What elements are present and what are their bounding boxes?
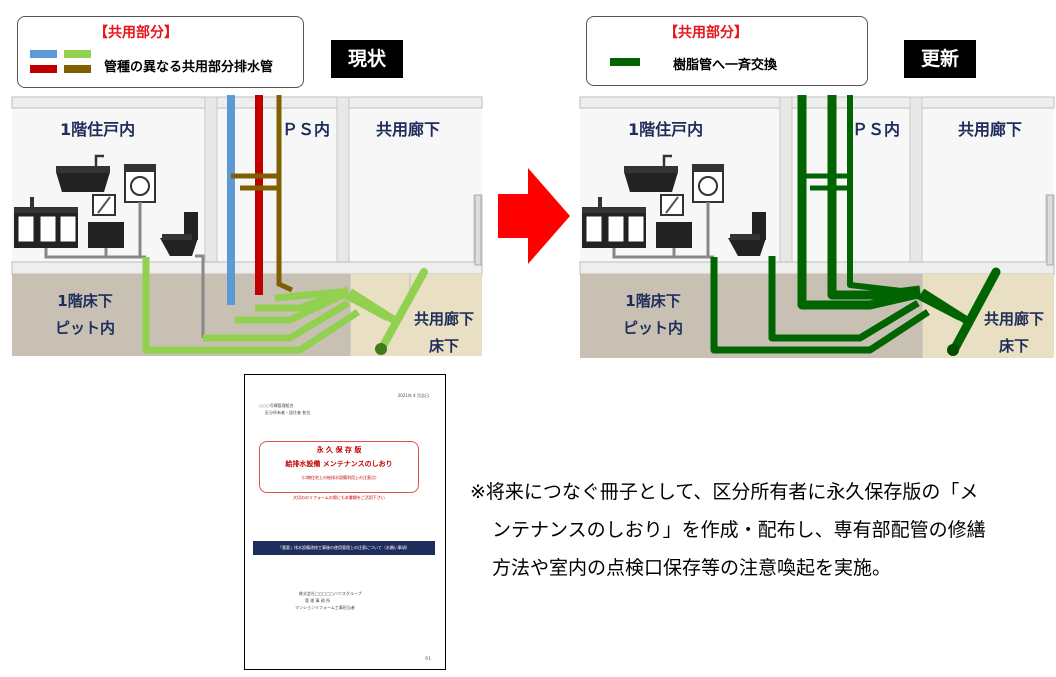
washing-machine-icon	[692, 164, 724, 203]
left-room-label: 1階住戸内	[60, 120, 136, 139]
right-corridor-under-line1: 共用廊下	[983, 310, 1044, 328]
booklet-title-box	[259, 441, 419, 493]
left-underfloor-line1: 1階床下	[57, 292, 113, 310]
booklet-page-number: P.1	[425, 656, 431, 661]
right-corridor-label: 共用廊下	[958, 120, 1023, 139]
note-line-1: ※将来につなぐ冊子として、区分所有者に永久保存版の「メ	[470, 481, 979, 503]
right-corridor-under-label: 共用廊下 床下	[976, 306, 1052, 360]
left-underfloor-line2: ピット内	[54, 319, 115, 337]
booklet-footer-line2: 管 理 事 務 所	[305, 598, 331, 603]
left-legend-text: 管種の異なる共用部分排水管	[104, 60, 274, 75]
bathtub-icon	[56, 154, 110, 192]
left-legend-swatches	[30, 50, 91, 73]
booklet-footer-line1: 株式会社□□□□□ハウスグループ	[299, 591, 362, 596]
right-arrow-icon	[498, 168, 570, 264]
note-text: ※将来につなぐ冊子として、区分所有者に永久保存版の「メ ンテナンスのしおり」を作…	[470, 473, 1045, 587]
left-corridor-label: 共用廊下	[376, 120, 441, 139]
left-legend-title: 【共用部分】	[94, 25, 178, 41]
right-diagram: 【共用部分】 樹脂管へ一斉交換 更新 1階住戸内 ＰＳ内 共用廊下 1階床下 ピ…	[570, 0, 1056, 362]
note-line-3: 方法や室内の点検口保存等の注意喚起を実施。	[492, 557, 892, 579]
right-corridor-under-line2: 床下	[998, 337, 1029, 355]
booklet-header-line2: 区分所有者・居住者 各位	[265, 410, 311, 415]
left-building-drawing	[11, 95, 483, 356]
right-legend-box	[586, 16, 868, 86]
bathtub-icon	[624, 154, 678, 192]
left-status-badge: 現状	[331, 40, 403, 78]
right-legend-title: 【共用部分】	[664, 25, 748, 41]
left-corridor-under-label: 共用廊下 床下	[406, 306, 482, 360]
note-line-2: ンテナンスのしおり」を作成・配布し、専有部配管の修繕	[492, 519, 986, 541]
booklet-banner-text: 「重要」排水設備改修工事後の使用管理上の注意について（お願い事項）	[278, 545, 410, 550]
left-corridor-under-line1: 共用廊下	[413, 310, 474, 328]
kitchen-sink-icon	[14, 197, 78, 248]
washbasin-icon	[88, 194, 124, 248]
left-corridor-under-line2: 床下	[428, 337, 459, 355]
right-status-badge: 更新	[904, 40, 976, 78]
toilet-icon	[160, 212, 198, 256]
booklet-title-small: 永 久 保 存 版	[316, 446, 362, 454]
booklet-header-line1: ○○○号棟管理組合	[259, 403, 294, 408]
kitchen-sink-icon	[582, 197, 646, 248]
left-ps-label: ＰＳ内	[282, 120, 331, 139]
left-diagram: 【共用部分】 管種の異なる共用部分排水管 現状 1階住戸内 ＰＳ内 共用廊下 1…	[0, 0, 490, 360]
booklet-title-main: 給排水設備 メンテナンスのしおり	[285, 460, 393, 468]
right-underfloor-line1: 1階床下	[625, 292, 681, 310]
booklet-date: 2021年 4 月吉日	[397, 393, 429, 398]
right-legend-text: 樹脂管へ一斉交換	[673, 58, 778, 73]
right-underfloor-label: 1階床下 ピット内	[608, 288, 698, 342]
right-room-label: 1階住戸内	[628, 120, 704, 139]
booklet-remark: 大切ののリフォームの際にも本書類をご活用下さい	[293, 495, 385, 500]
right-legend-swatch	[610, 58, 640, 66]
washing-machine-icon	[124, 164, 156, 203]
toilet-icon	[728, 212, 766, 256]
right-underfloor-line2: ピット内	[622, 319, 683, 337]
left-underfloor-label: 1階床下 ピット内	[40, 288, 130, 342]
washbasin-icon	[656, 194, 692, 248]
maintenance-booklet-cover: 2021年 4 月吉日 ○○○号棟管理組合 区分所有者・居住者 各位 永 久 保…	[244, 374, 446, 670]
booklet-footer-line3: マンションリフォーム工事担当者	[295, 605, 355, 610]
right-ps-label: ＰＳ内	[852, 120, 901, 139]
right-building-drawing	[579, 95, 1055, 358]
booklet-banner	[253, 541, 435, 555]
booklet-subtitle: （口物住宅上の給排水設備利用上の注意点）	[299, 475, 379, 480]
